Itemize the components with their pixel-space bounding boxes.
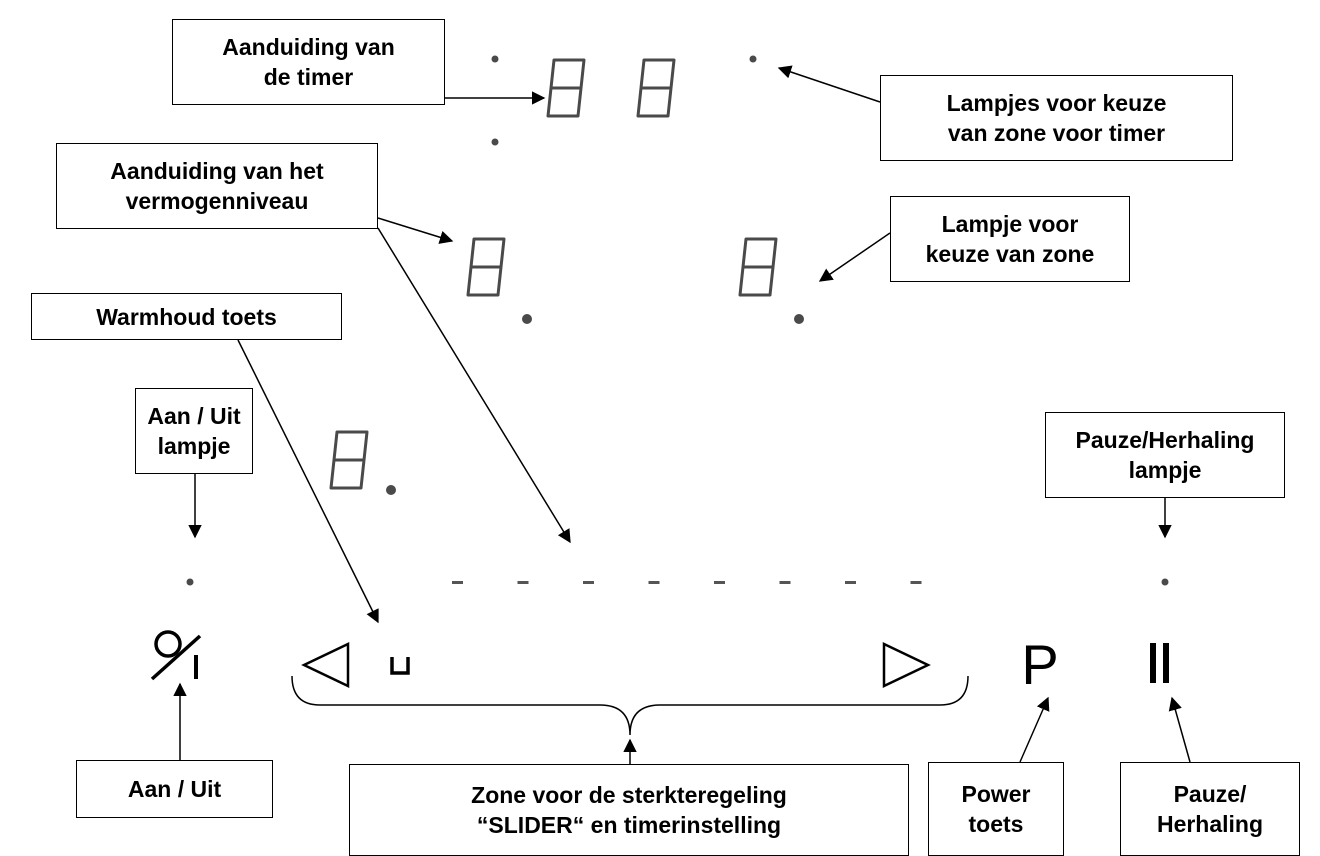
keep-warm-key[interactable] bbox=[390, 657, 410, 675]
slider-dashes bbox=[452, 581, 922, 584]
slider-zone-brace bbox=[291, 675, 969, 736]
on-off-key[interactable] bbox=[150, 630, 202, 681]
slider-left-arrow-icon[interactable] bbox=[301, 642, 350, 688]
power-level-display-label: Aanduiding van het vermogenniveau bbox=[56, 143, 378, 229]
slider-zone-label: Zone voor de sterkteregeling “SLIDER“ en… bbox=[349, 764, 909, 856]
pause-led bbox=[1161, 578, 1169, 586]
slider-dash[interactable] bbox=[845, 581, 856, 584]
zone-display-left bbox=[466, 237, 532, 324]
power-key-label: Power toets bbox=[928, 762, 1064, 856]
keep-warm-key-label: Warmhoud toets bbox=[31, 293, 342, 340]
on-off-led-label: Aan / Uit lampje bbox=[135, 388, 253, 474]
pause-key[interactable] bbox=[1150, 643, 1169, 683]
pause-key-label: Pauze/ Herhaling bbox=[1120, 762, 1300, 856]
on-off-led bbox=[186, 578, 194, 586]
zone-select-led-label: Lampje voor keuze van zone bbox=[890, 196, 1130, 282]
power-key[interactable]: P bbox=[1021, 633, 1058, 696]
slider-dash[interactable] bbox=[714, 581, 725, 584]
zone-display-bottom bbox=[329, 430, 396, 495]
leader-lines bbox=[173, 65, 1191, 764]
timer-zone-leds-label: Lampjes voor keuze van zone voor timer bbox=[880, 75, 1233, 161]
on-off-key-label: Aan / Uit bbox=[76, 760, 273, 818]
zone-display-right bbox=[738, 237, 804, 324]
slider-dash[interactable] bbox=[910, 581, 922, 584]
timer-zone-led-right-top bbox=[749, 55, 757, 63]
timer-zone-led-left-bottom bbox=[491, 138, 499, 146]
timer-zone-led-left-top bbox=[491, 55, 499, 63]
slider-dash[interactable] bbox=[648, 581, 660, 584]
slider-right-arrow-icon[interactable] bbox=[882, 642, 931, 688]
slider-dash[interactable] bbox=[583, 581, 594, 584]
timer-display-label: Aanduiding van de timer bbox=[172, 19, 445, 105]
slider-dash[interactable] bbox=[452, 581, 463, 584]
slider-dash[interactable] bbox=[517, 581, 529, 584]
timer-display bbox=[546, 58, 676, 118]
slider-dash[interactable] bbox=[779, 581, 791, 584]
pause-led-label: Pauze/Herhaling lampje bbox=[1045, 412, 1285, 498]
